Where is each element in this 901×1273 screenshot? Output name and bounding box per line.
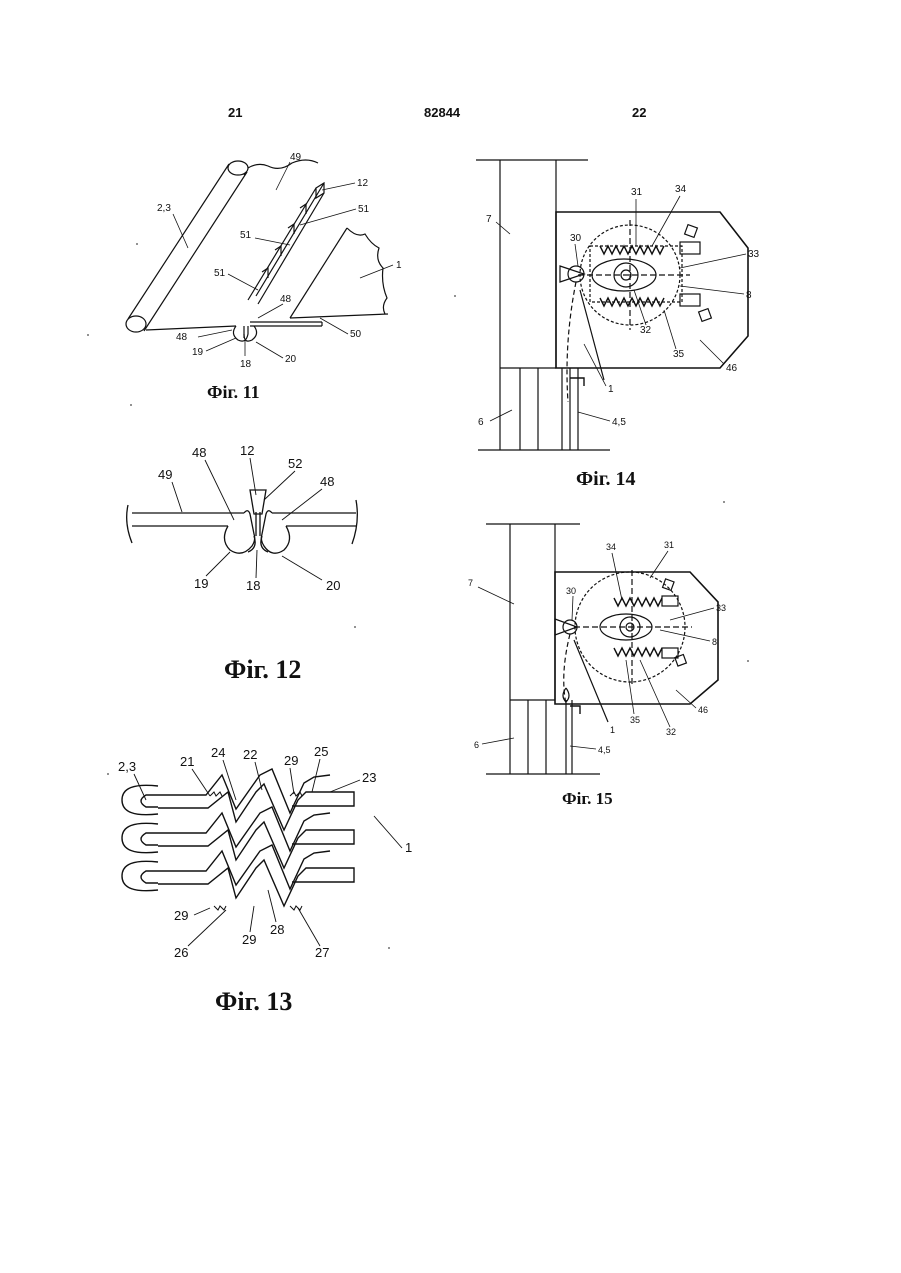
fig12-label-48-right: 48: [320, 474, 334, 489]
fig15-label-31: 31: [664, 540, 674, 550]
fig15-label-4-5: 4,5: [598, 745, 611, 755]
fig12-label-19: 19: [194, 576, 208, 591]
fig14-label-8: 8: [746, 290, 752, 301]
fig13-label-28: 28: [270, 922, 284, 937]
fig12-caption: Фіг. 12: [224, 655, 301, 685]
fig14-label-6: 6: [478, 417, 484, 428]
fig12-label-18: 18: [246, 578, 260, 593]
fig13-label-24: 24: [211, 745, 225, 760]
figure-12-drawing: [127, 490, 358, 553]
fig13-label-25: 25: [314, 744, 328, 759]
fig13-label-26: 26: [174, 945, 188, 960]
fig14-label-31: 31: [631, 187, 643, 198]
fig15-label-6: 6: [474, 740, 479, 750]
fig13-label-21: 21: [180, 754, 194, 769]
fig15-label-32: 32: [666, 727, 676, 737]
fig15-label-33: 33: [716, 603, 726, 613]
fig14-label-35: 35: [673, 349, 685, 360]
fig13-label-27: 27: [315, 945, 329, 960]
fig14-label-7: 7: [486, 214, 492, 225]
fig15-label-46: 46: [698, 705, 708, 715]
fig11-label-51-mid: 51: [240, 230, 252, 241]
fig14-label-33: 33: [748, 249, 760, 260]
fig14-label-30: 30: [570, 233, 582, 244]
fig11-label-51-top: 51: [358, 204, 370, 215]
fig11-caption: Фіг. 11: [207, 382, 260, 403]
fig15-label-8: 8: [712, 637, 717, 647]
fig11-label-51-low: 51: [214, 268, 226, 279]
fig11-label-48-left: 48: [176, 332, 188, 343]
fig15-label-35: 35: [630, 715, 640, 725]
fig11-label-1: 1: [396, 260, 402, 271]
fig14-label-34: 34: [675, 184, 687, 195]
fig12-label-49: 49: [158, 467, 172, 482]
figure-11-drawing: [126, 160, 388, 341]
fig12-label-20: 20: [326, 578, 340, 593]
fig11-label-2-3: 2,3: [157, 203, 171, 214]
fig14-label-32: 32: [640, 325, 652, 336]
fig15-caption: Фіг. 15: [562, 789, 613, 809]
fig13-label-29-left: 29: [174, 908, 188, 923]
fig15-label-30: 30: [566, 586, 576, 596]
fig15-label-34: 34: [606, 542, 616, 552]
fig11-label-19: 19: [192, 347, 204, 358]
figure-13-drawing: [122, 769, 354, 910]
fig14-label-4-5: 4,5: [612, 417, 626, 428]
fig13-label-1: 1: [405, 840, 412, 855]
fig11-label-50: 50: [350, 329, 362, 340]
fig12-label-48-left: 48: [192, 445, 206, 460]
fig14-label-1: 1: [608, 384, 614, 395]
fig11-label-12: 12: [357, 178, 369, 189]
fig14-label-46: 46: [726, 363, 738, 374]
fig13-label-23: 23: [362, 770, 376, 785]
fig11-label-48-right: 48: [280, 294, 292, 305]
fig15-label-1: 1: [610, 725, 615, 735]
fig13-label-29-top: 29: [284, 753, 298, 768]
figure-14-drawing: [476, 160, 748, 450]
fig13-label-29-bottom: 29: [242, 932, 256, 947]
fig13-caption: Фіг. 13: [215, 987, 292, 1017]
fig12-label-12: 12: [240, 443, 254, 458]
fig15-label-7: 7: [468, 578, 473, 588]
fig11-label-18: 18: [240, 359, 252, 370]
fig14-caption: Фіг. 14: [576, 468, 636, 491]
fig11-label-20: 20: [285, 354, 297, 365]
fig12-label-52: 52: [288, 456, 302, 471]
figure-15-drawing: [486, 524, 718, 774]
fig13-label-22: 22: [243, 747, 257, 762]
fig11-label-49: 49: [290, 152, 302, 163]
fig13-label-2-3: 2,3: [118, 759, 136, 774]
